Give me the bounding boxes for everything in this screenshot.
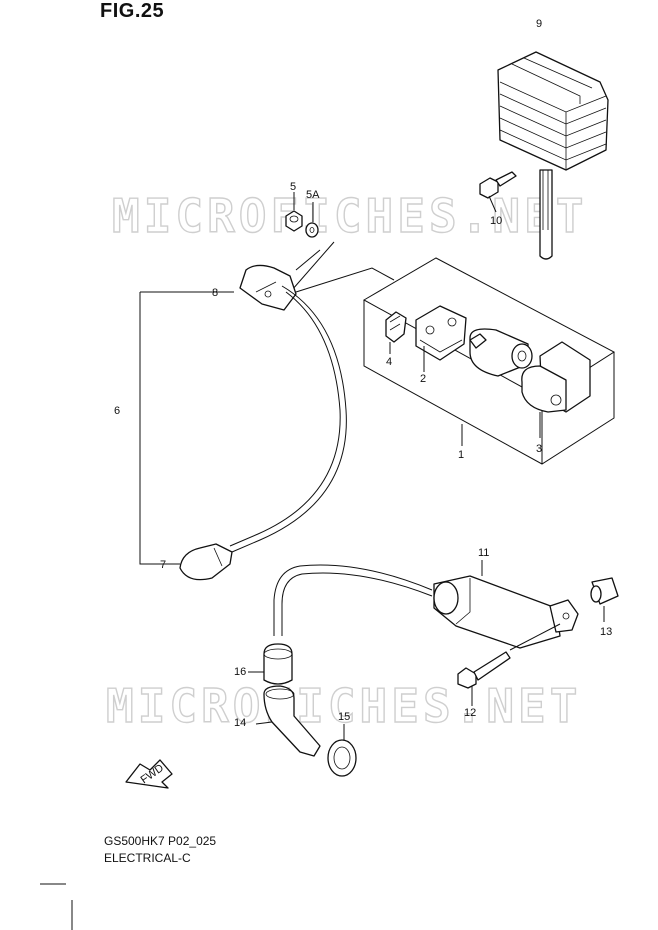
callout-4: 4 (386, 356, 392, 368)
callout-10: 10 (490, 215, 502, 227)
callout-16: 16 (234, 666, 246, 678)
watermark-top: MICROFICHES.NET (112, 189, 587, 243)
callout-13: 13 (600, 626, 612, 638)
nut-5 (285, 210, 303, 232)
cap-8 (239, 264, 297, 311)
callout-14: 14 (234, 717, 246, 729)
ignition-coil-11 (433, 575, 579, 649)
clip-4 (385, 311, 407, 343)
seal-15 (327, 739, 357, 777)
model-code: GS500HK7 P02_025 (104, 834, 217, 848)
bolt-10 (479, 171, 517, 199)
callout-11: 11 (478, 547, 489, 559)
washer-5a (305, 222, 319, 238)
bolt-12 (457, 651, 511, 689)
bracket-2 (415, 305, 467, 361)
section-name: ELECTRICAL-C (104, 851, 191, 865)
figure-title: FIG.25 (100, 0, 165, 22)
callout-2: 2 (420, 373, 426, 385)
cap-16 (263, 643, 293, 685)
watermark-bottom: MICROFICHES.NET (106, 679, 581, 733)
cap-14 (263, 685, 321, 757)
fwd-arrow-icon: FWD (125, 759, 173, 789)
callout-5: 5 (290, 181, 296, 193)
callout-8: 8 (212, 287, 218, 299)
callout-6: 6 (114, 405, 120, 417)
sleeve-13 (590, 577, 619, 605)
callout-9: 9 (536, 18, 542, 30)
regulator-rectifier (497, 51, 609, 260)
callout-15: 15 (338, 711, 350, 723)
coil-cylinder (469, 328, 533, 377)
callout-7: 7 (160, 559, 166, 571)
callout-1: 1 (458, 449, 464, 461)
cap-7 (179, 543, 233, 581)
callout-3: 3 (536, 443, 542, 455)
callout-12: 12 (464, 707, 476, 719)
callout-5a: 5A (306, 189, 320, 201)
module-3 (521, 341, 591, 413)
